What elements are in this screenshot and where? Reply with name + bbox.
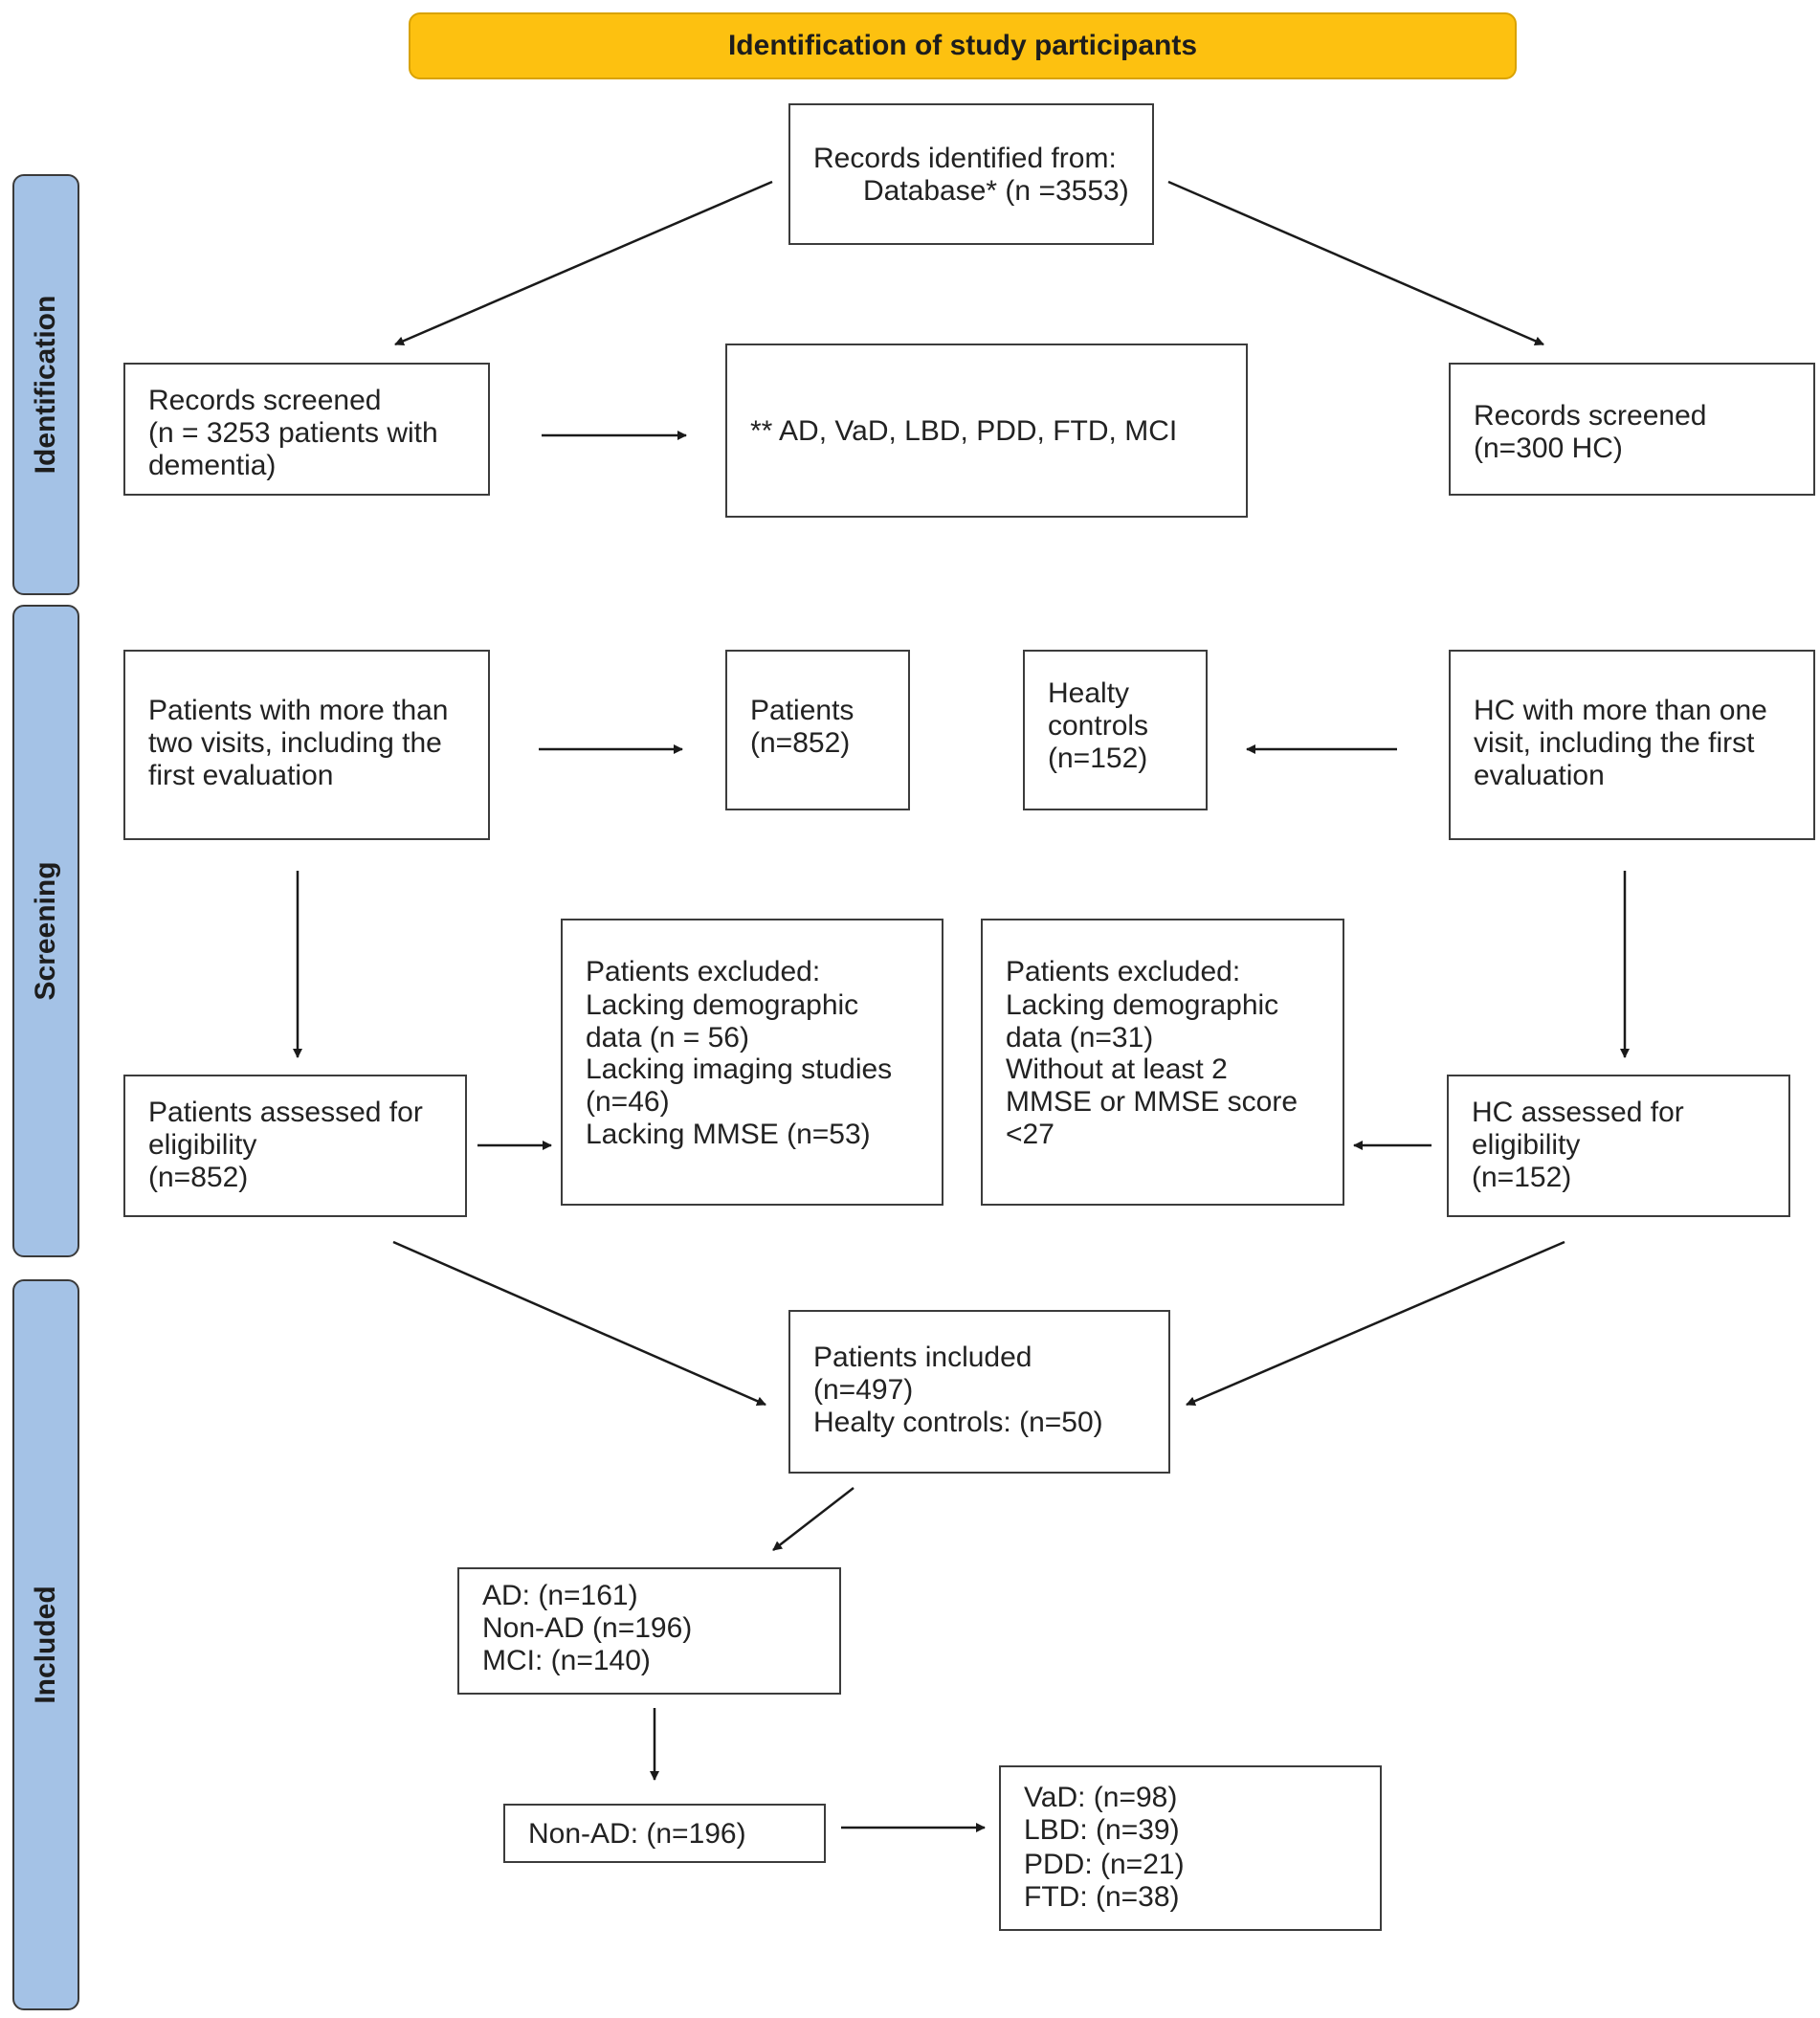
box-text-line: <27 bbox=[1006, 1119, 1054, 1150]
box-text-line: Records screened bbox=[1474, 400, 1707, 432]
box-text-line: PDD: (n=21) bbox=[1024, 1849, 1185, 1880]
box-text-line: (n=152) bbox=[1472, 1162, 1572, 1193]
stage-tab-identification: Identification bbox=[12, 174, 79, 595]
box-text-line: Records screened bbox=[148, 385, 382, 416]
stage-tab-included: Included bbox=[12, 1279, 79, 2010]
box-text-line: first evaluation bbox=[148, 760, 334, 791]
box-text-line: HC assessed for bbox=[1472, 1097, 1684, 1128]
box-text-line: (n = 3253 patients with bbox=[148, 417, 438, 449]
box-text-line: Lacking imaging studies bbox=[586, 1053, 893, 1085]
box-text-line: Lacking demographic bbox=[586, 989, 859, 1021]
box-text-line: FTD: (n=38) bbox=[1024, 1881, 1180, 1913]
stage-tab-screening: Screening bbox=[12, 605, 79, 1257]
patients-852-box: Patients(n=852) bbox=[725, 650, 910, 810]
box-text-line: evaluation bbox=[1474, 760, 1605, 791]
arrow-to-screened-hc bbox=[1167, 180, 1544, 346]
box-text-line: (n=852) bbox=[148, 1162, 249, 1193]
box-text-line: Non-AD (n=196) bbox=[482, 1612, 693, 1644]
box-text-line: MMSE or MMSE score bbox=[1006, 1086, 1298, 1118]
box-text-line: LBD: (n=39) bbox=[1024, 1814, 1180, 1846]
arrow-to-groups bbox=[772, 1487, 855, 1551]
box-text-line: (n=152) bbox=[1048, 743, 1148, 774]
box-text-line: controls bbox=[1048, 710, 1149, 742]
box-text-line: Patients excluded: bbox=[586, 956, 821, 987]
box-text-line: Patients with more than bbox=[148, 695, 449, 726]
box-text-line: Patients bbox=[750, 695, 855, 726]
box-text-line: Patients included bbox=[813, 1342, 1032, 1373]
box-text-line: Database* (n =3553) bbox=[863, 175, 1129, 207]
box-text-line: data (n=31) bbox=[1006, 1022, 1154, 1053]
box-text-line: Lacking demographic bbox=[1006, 989, 1279, 1021]
diagnoses-box: ** AD, VaD, LBD, PDD, FTD, MCI bbox=[725, 344, 1248, 518]
box-text-line: (n=46) bbox=[586, 1086, 670, 1118]
diagram-title: Identification of study participants bbox=[409, 12, 1517, 79]
non-ad-subtypes-box: VaD: (n=98)LBD: (n=39)PDD: (n=21)FTD: (n… bbox=[999, 1765, 1382, 1931]
box-text-line: Records identified from: bbox=[813, 143, 1117, 174]
box-text-line: (n=497) bbox=[813, 1374, 914, 1406]
box-text-line: two visits, including the bbox=[148, 727, 442, 759]
box-text-line: AD: (n=161) bbox=[482, 1580, 638, 1611]
arrow-to-included-left bbox=[392, 1240, 766, 1407]
box-text-line: VaD: (n=98) bbox=[1024, 1782, 1178, 1813]
box-text-line: Healty controls: (n=50) bbox=[813, 1407, 1103, 1438]
box-text-line: Patients excluded: bbox=[1006, 956, 1241, 987]
patients-included-box: Patients included(n=497)Healty controls:… bbox=[788, 1310, 1170, 1474]
box-text-line: MCI: (n=140) bbox=[482, 1645, 651, 1676]
box-text-line: visit, including the first bbox=[1474, 727, 1755, 759]
box-text-line: ** AD, VaD, LBD, PDD, FTD, MCI bbox=[750, 415, 1178, 447]
records-screened-hc-box: Records screened(n=300 HC) bbox=[1449, 363, 1815, 496]
box-text-line: Non-AD: (n=196) bbox=[528, 1818, 746, 1850]
box-text-line: Healty bbox=[1048, 677, 1130, 709]
arrow-to-included-right bbox=[1186, 1240, 1565, 1407]
box-text-line: eligibility bbox=[1472, 1129, 1581, 1161]
box-text-line: (n=300 HC) bbox=[1474, 432, 1623, 464]
box-text-line: data (n = 56) bbox=[586, 1022, 749, 1053]
records-identified-box: Records identified from:Database* (n =35… bbox=[788, 103, 1154, 245]
box-text-line: Without at least 2 bbox=[1006, 1053, 1228, 1085]
box-text-line: dementia) bbox=[148, 450, 277, 481]
non-ad-box: Non-AD: (n=196) bbox=[503, 1804, 826, 1863]
box-text-line: eligibility bbox=[148, 1129, 257, 1161]
box-text-line: Patients assessed for bbox=[148, 1097, 423, 1128]
box-text-line: Lacking MMSE (n=53) bbox=[586, 1119, 871, 1150]
arrow-to-screened-patients bbox=[394, 180, 773, 346]
box-text-line: HC with more than one bbox=[1474, 695, 1767, 726]
box-text-line: (n=852) bbox=[750, 727, 851, 759]
diagnostic-groups-box: AD: (n=161)Non-AD (n=196)MCI: (n=140) bbox=[457, 1567, 841, 1695]
